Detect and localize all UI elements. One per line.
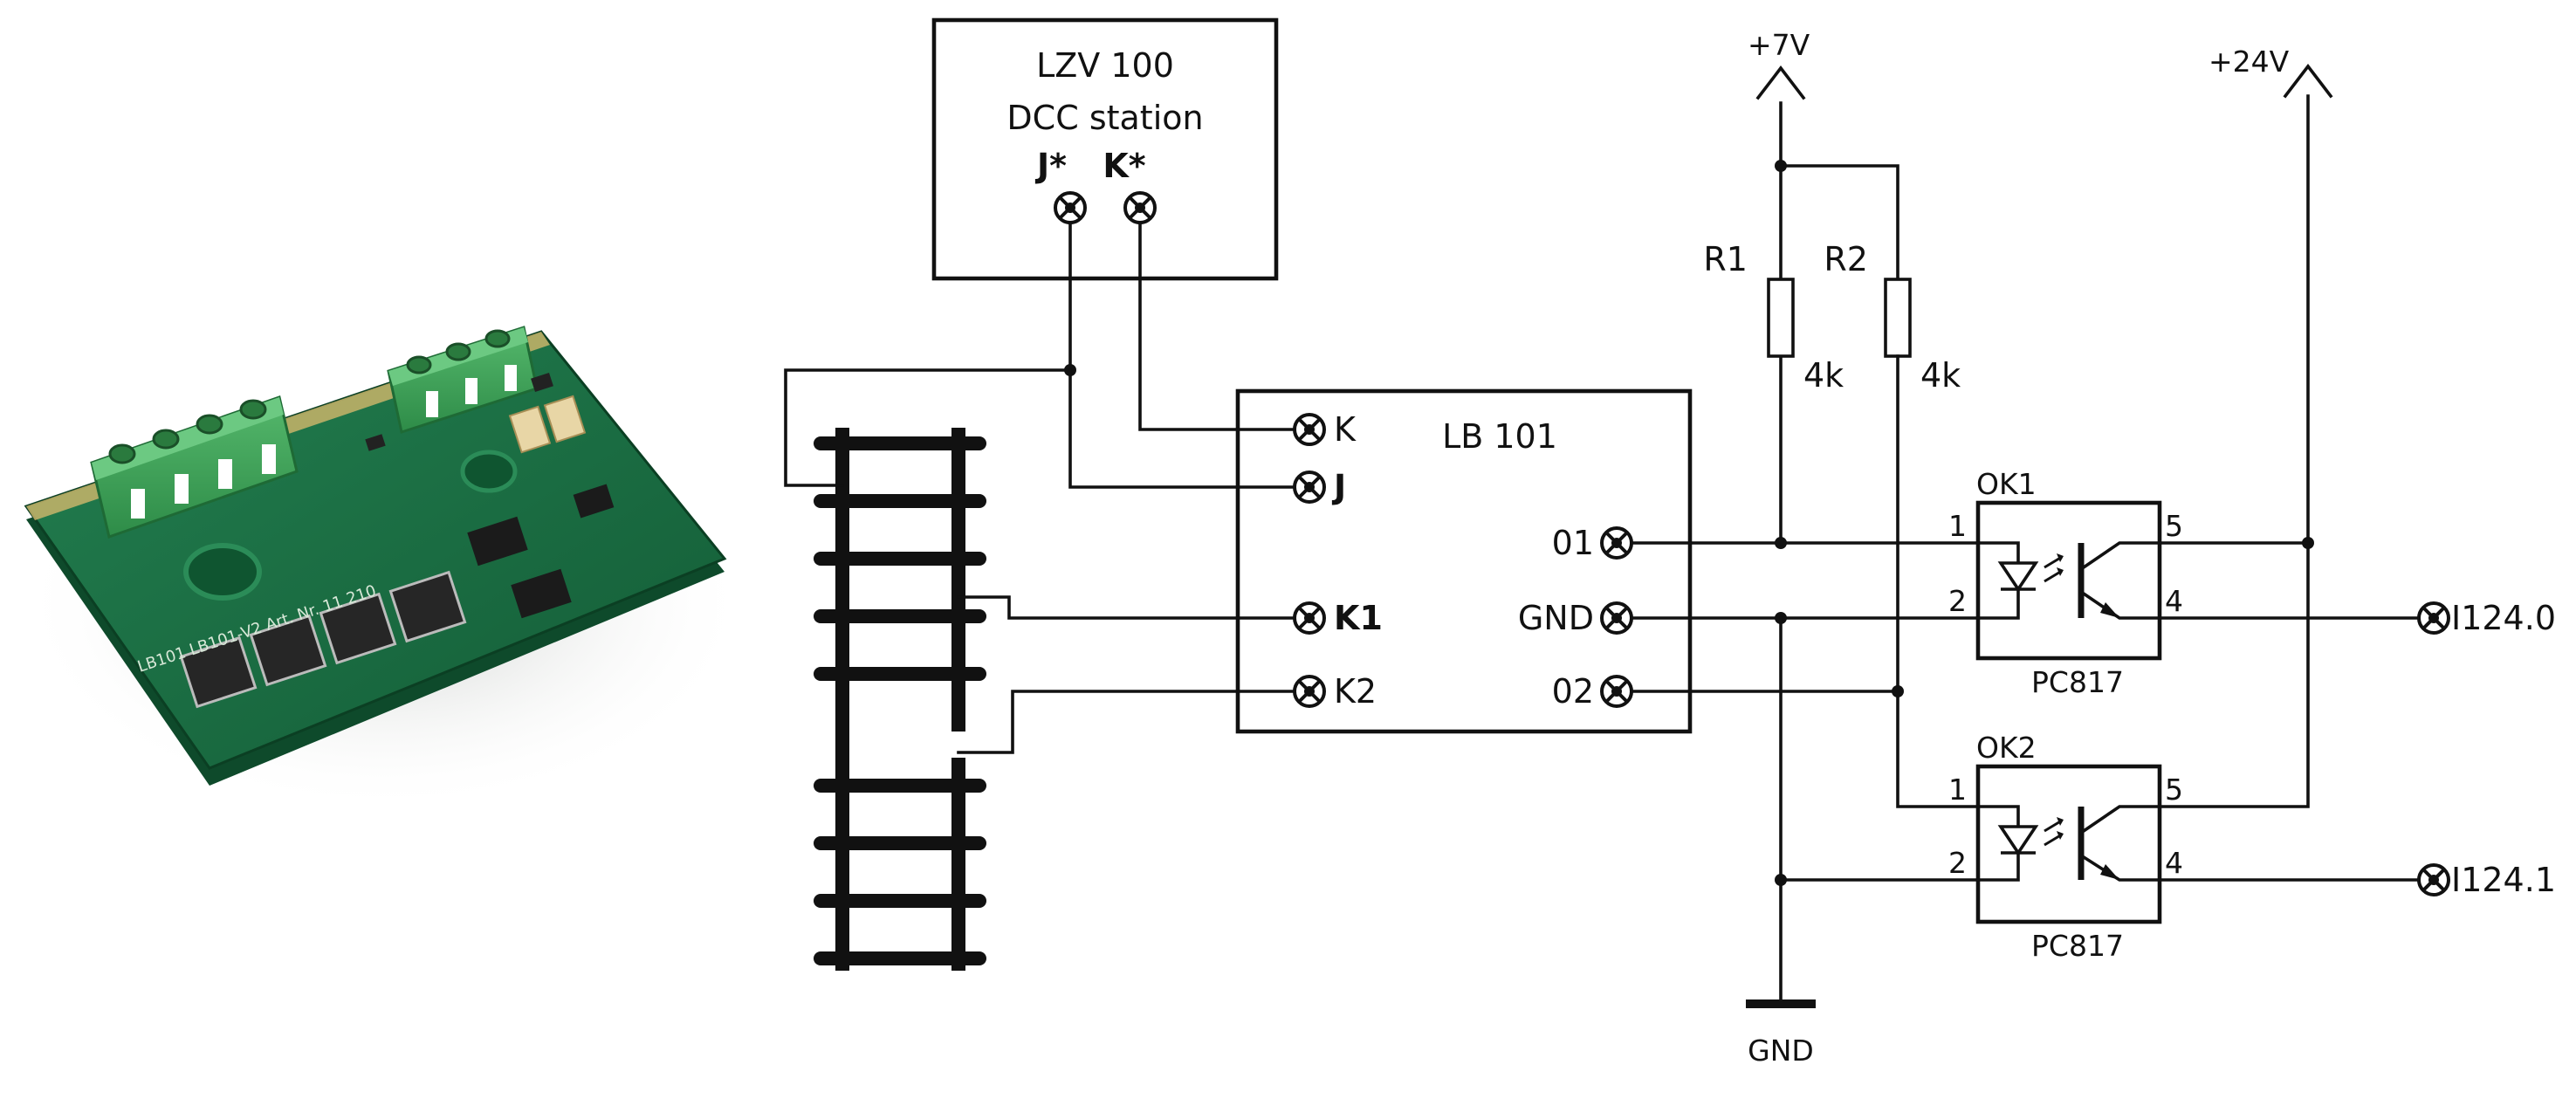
supply-7v-label: +7V [1748, 28, 1810, 62]
screw-terminal-left [90, 395, 299, 539]
lb101-pin-k1: K1 [1334, 599, 1383, 637]
dcc-station-box: LZV 100 DCC station J* K* [931, 17, 1279, 281]
ground-symbol: GND [1746, 999, 1816, 1068]
ground-label: GND [1748, 1034, 1814, 1068]
r2-value: 4k [1920, 356, 1961, 395]
output-i124-1-terminal [2417, 863, 2450, 896]
r1-value: 4k [1803, 356, 1844, 395]
dcc-station-model: LZV 100 [1036, 46, 1174, 85]
track-rails [814, 428, 986, 971]
pcb-photo: LB101 LB101-V2 Art. Nr. 11 210 [17, 326, 751, 812]
ok1-part: PC817 [2031, 665, 2124, 699]
lb101-title: LB 101 [1442, 417, 1557, 456]
dcc-pin-j-label: J* [1034, 147, 1067, 185]
ok1-pin1: 1 [1948, 509, 1967, 543]
optocoupler-ok2: OK2 PC817 1 2 5 4 [1948, 731, 2183, 963]
wiring-left [784, 222, 1296, 754]
output-i124-0-terminal [2417, 601, 2450, 635]
dcc-station-subtitle: DCC station [1006, 99, 1203, 137]
ok1-pin5: 5 [2165, 509, 2183, 543]
dcc-pin-k-label: K* [1103, 147, 1145, 185]
ok2-ref: OK2 [1976, 731, 2037, 765]
r1-ref: R1 [1703, 240, 1748, 278]
r2-ref: R2 [1824, 240, 1868, 278]
ok2-pin4: 4 [2165, 846, 2183, 880]
ok1-pin2: 2 [1948, 584, 1967, 618]
lb101-pin-j: J [1331, 468, 1346, 506]
lb101-pin-k: K [1334, 410, 1357, 449]
ok1-pin4: 4 [2165, 584, 2183, 618]
ok2-pin5: 5 [2165, 773, 2183, 807]
lb101-pin-k2: K2 [1334, 672, 1377, 711]
ok2-pin1: 1 [1948, 773, 1967, 807]
supply-24v: +24V [2158, 45, 2333, 808]
lb101-pin-o2: 02 [1552, 672, 1594, 711]
output-i124-1-label: I124.1 [2451, 861, 2556, 899]
dcc-terminal-j [1054, 191, 1087, 224]
ok2-pin2: 2 [1948, 846, 1967, 880]
output-i124-0-label: I124.0 [2451, 599, 2556, 637]
supply-24v-label: +24V [2208, 45, 2290, 79]
lb101-box: LB 101 K J K1 K2 01 GND 02 [1235, 388, 1693, 734]
resistor-r1: R1 4k [1703, 240, 1844, 395]
wiring-right [1630, 537, 1980, 1006]
resistor-r2: R2 4k [1824, 240, 1961, 395]
dcc-terminal-k [1123, 191, 1157, 224]
supply-7v: +7V [1748, 28, 1899, 543]
ok2-part: PC817 [2031, 929, 2124, 963]
lb101-pin-gnd: GND [1518, 599, 1594, 637]
ok1-ref: OK1 [1976, 467, 2037, 501]
optocoupler-ok1: OK1 PC817 1 2 5 4 [1948, 467, 2183, 699]
lb101-pin-o1: 01 [1552, 524, 1594, 562]
